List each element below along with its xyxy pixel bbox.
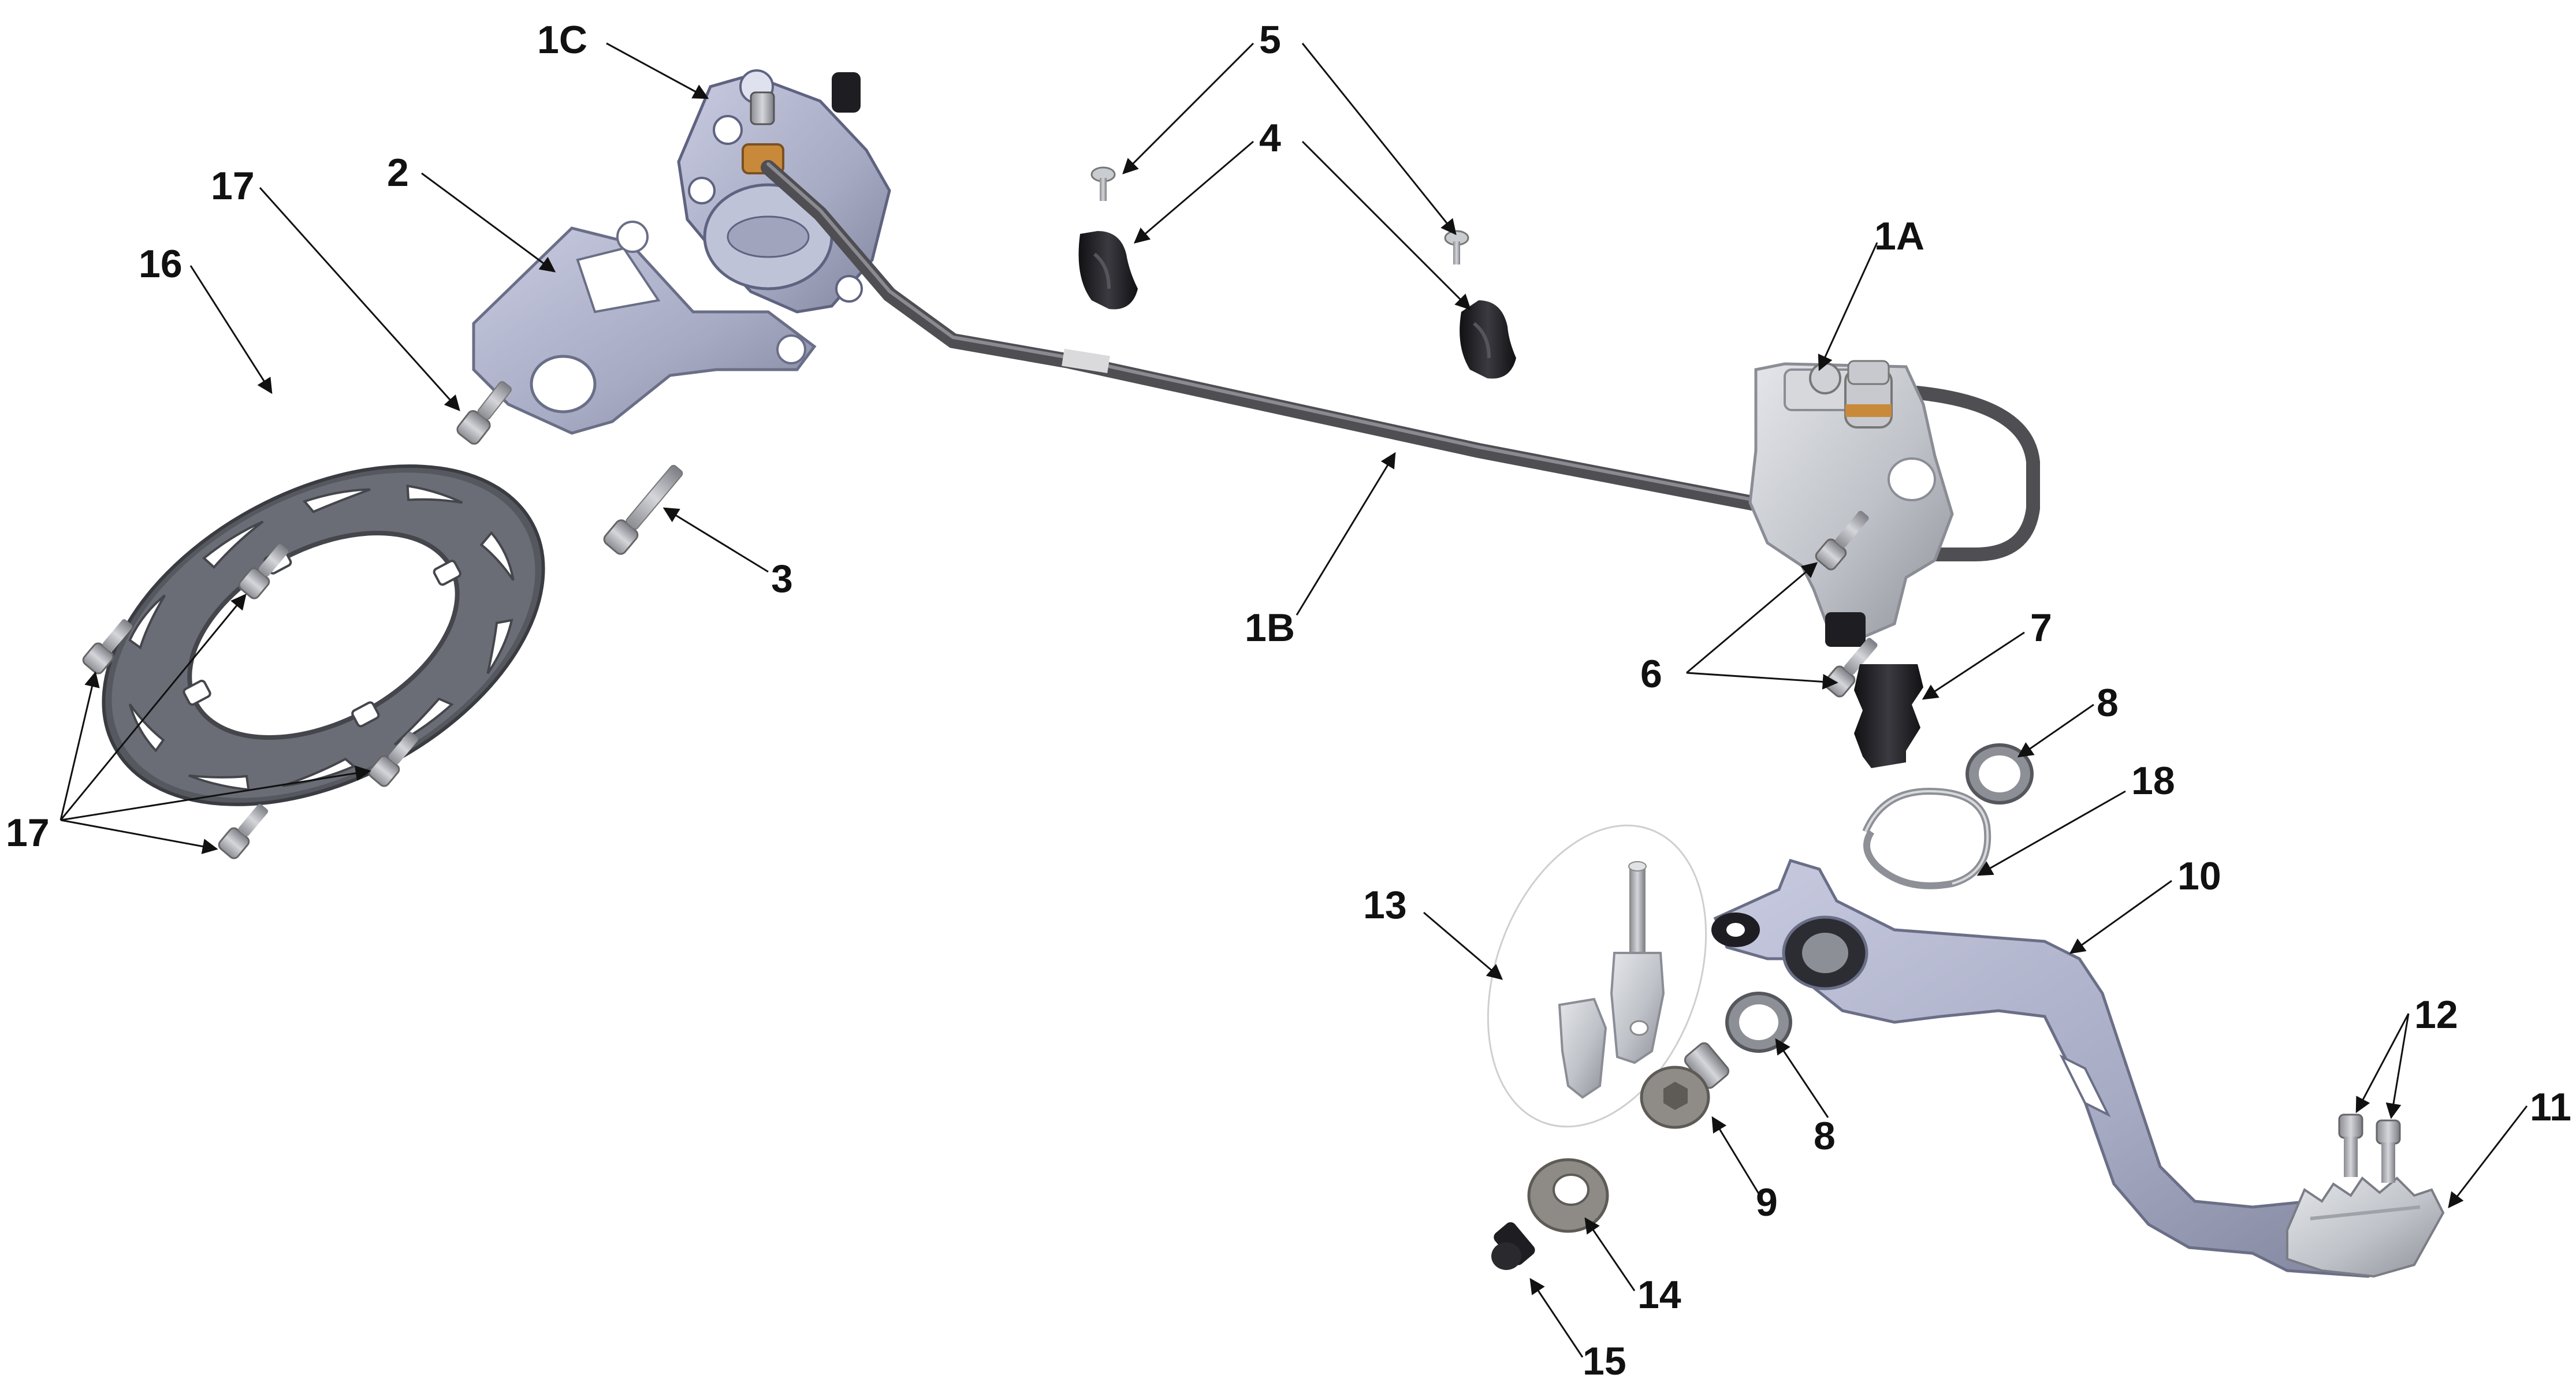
callout-6: 6 — [1640, 652, 1662, 696]
clamp-screw — [1090, 166, 1116, 201]
callout-17-bottom: 17 — [6, 811, 50, 855]
callout-4: 4 — [1259, 116, 1281, 160]
disc-bolt — [238, 544, 289, 599]
callout-3: 3 — [771, 557, 793, 601]
callout-10: 10 — [2177, 854, 2221, 898]
hose-clamp — [1078, 231, 1138, 310]
washer — [1965, 743, 2034, 805]
brake-hose — [761, 160, 2040, 561]
master-cylinder-bolt — [1815, 511, 1869, 571]
caliper-bracket — [472, 221, 817, 435]
clamp-screw — [1444, 230, 1469, 265]
washer — [1725, 992, 1792, 1053]
pushrod-detail-group — [1487, 824, 1707, 1128]
leader-lines — [59, 42, 2528, 1358]
callout-5: 5 — [1259, 18, 1281, 62]
callout-9: 9 — [1756, 1180, 1778, 1224]
callout-15: 15 — [1583, 1339, 1626, 1378]
callout-16: 16 — [139, 242, 183, 286]
callout-11: 11 — [2530, 1085, 2571, 1129]
pivot-bolt-small — [1491, 1222, 1535, 1270]
disc-bolt — [82, 619, 133, 675]
callout-8-bottom: 8 — [1814, 1114, 1836, 1158]
callout-1A: 1A — [1874, 214, 1924, 258]
tip-bolt — [2376, 1119, 2401, 1183]
master-cylinder — [1748, 360, 1954, 647]
bracket-bolt — [603, 465, 683, 555]
brake-caliper — [677, 69, 891, 314]
hose-clamp — [1460, 300, 1516, 379]
callout-1C: 1C — [537, 18, 587, 62]
pivot-bolt — [1640, 1042, 1730, 1129]
callout-7: 7 — [2030, 606, 2052, 650]
return-spring — [1862, 787, 1991, 889]
pivot-spacer — [1527, 1158, 1609, 1233]
dust-boot — [1854, 664, 1923, 768]
pedal-step-tip — [2286, 1176, 2445, 1278]
callout-13: 13 — [1363, 883, 1407, 927]
callout-labels: 1C 5 4 1A 17 2 16 3 1B 6 7 8 18 17 10 13… — [6, 18, 2571, 1378]
disc-bolt — [368, 732, 419, 787]
callout-8-top: 8 — [2097, 681, 2119, 725]
callout-18: 18 — [2131, 759, 2175, 803]
disc-bolt — [218, 804, 269, 859]
callout-1B: 1B — [1245, 606, 1295, 650]
tip-bolt — [2338, 1113, 2363, 1177]
brake-disc-rotor — [102, 464, 545, 806]
callout-12: 12 — [2414, 993, 2458, 1037]
caliper-bolt — [456, 381, 512, 445]
brake-pedal — [1711, 858, 2393, 1278]
callout-17-top: 17 — [211, 164, 255, 208]
callout-2: 2 — [387, 151, 409, 195]
callout-14: 14 — [1637, 1273, 1681, 1317]
